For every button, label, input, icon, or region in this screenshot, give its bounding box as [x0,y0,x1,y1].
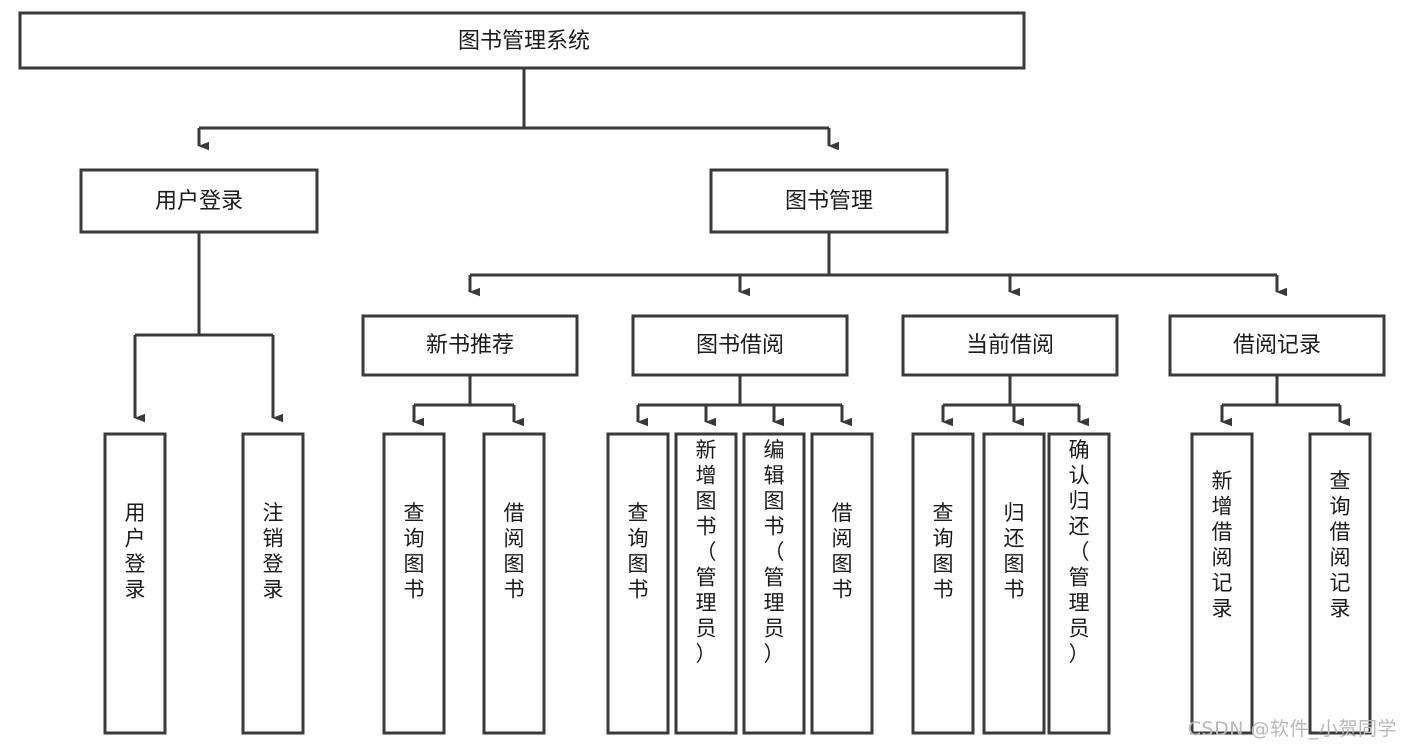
leaf-confirm-return-admin-label: 确认归还（管理员） [1069,438,1090,666]
node-user-login[interactable]: 用户登录 [79,168,319,234]
leaf-confirm-return-admin-box[interactable] [1047,432,1111,735]
leaf-query-book-3-box[interactable] [911,432,975,735]
leaf-borrow-book-1[interactable]: 借阅图书 [482,432,546,735]
leaf-logout-login-box[interactable] [241,432,305,735]
leaf-user-login[interactable]: 用户登录 [103,432,167,735]
node-borrow-record-label: 借阅记录 [1233,333,1321,358]
leaf-return-book[interactable]: 归还图书 [982,432,1046,735]
leaf-borrow-book-1-label: 借阅图书 [504,501,525,602]
leaf-borrow-book-1-box[interactable] [482,432,546,735]
node-borrow-record-box[interactable] [1168,314,1386,377]
leaf-user-login-label: 用户登录 [125,501,146,602]
node-book-borrow[interactable]: 图书借阅 [631,314,849,377]
leaf-query-book-3[interactable]: 查询图书 [911,432,975,735]
leaf-query-book-2-label: 查询图书 [628,501,649,602]
node-root[interactable]: 图书管理系统 [18,11,1026,70]
leaf-query-book-3-label: 查询图书 [933,501,954,602]
node-current-borrow-box[interactable] [901,314,1119,377]
leaf-add-book-admin-label: 新增图书（管理员） [696,438,717,666]
leaf-borrow-book-2[interactable]: 借阅图书 [810,432,874,735]
leaf-query-borrow-record-box[interactable] [1308,432,1372,735]
node-borrow-record[interactable]: 借阅记录 [1168,314,1386,377]
leaf-add-book-admin[interactable]: 新增图书（管理员） [674,432,738,735]
leaf-return-book-label: 归还图书 [1004,501,1025,602]
leaf-edit-book-admin[interactable]: 编辑图书（管理员） [742,432,806,735]
csdn-watermark: CSDN @软件_小贺同学 [1187,718,1397,740]
leaf-add-borrow-record-label: 新增借阅记录 [1212,469,1233,621]
leaf-query-book-2[interactable]: 查询图书 [606,432,670,735]
leaf-edit-book-admin-box[interactable] [742,432,806,735]
node-root-label: 图书管理系统 [458,29,590,54]
node-book-borrow-label: 图书借阅 [696,333,784,358]
leaf-add-borrow-record-box[interactable] [1190,432,1254,735]
leaf-query-borrow-record-label: 查询借阅记录 [1330,469,1351,621]
leaf-borrow-book-2-label: 借阅图书 [832,501,853,602]
leaf-add-book-admin-box[interactable] [674,432,738,735]
node-new-book-recommend[interactable]: 新书推荐 [361,314,579,377]
leaf-query-book-2-box[interactable] [606,432,670,735]
node-user-login-box[interactable] [79,168,319,234]
leaf-borrow-book-2-box[interactable] [810,432,874,735]
node-book-manage[interactable]: 图书管理 [709,168,949,234]
node-root-box[interactable] [18,11,1026,70]
leaf-query-book-1[interactable]: 查询图书 [382,432,446,735]
node-new-book-recommend-label: 新书推荐 [426,333,514,358]
leaf-query-book-1-box[interactable] [382,432,446,735]
node-book-manage-label: 图书管理 [785,189,873,214]
leaf-query-borrow-record[interactable]: 查询借阅记录 [1308,432,1372,735]
leaf-query-book-1-label: 查询图书 [404,501,425,602]
leaf-edit-book-admin-label: 编辑图书（管理员） [764,438,785,666]
node-user-login-label: 用户登录 [155,189,243,214]
connector-layer [133,68,1350,427]
leaf-user-login-box[interactable] [103,432,167,735]
node-book-manage-box[interactable] [709,168,949,234]
leaf-add-borrow-record[interactable]: 新增借阅记录 [1190,432,1254,735]
node-current-borrow[interactable]: 当前借阅 [901,314,1119,377]
node-current-borrow-label: 当前借阅 [966,333,1054,358]
node-new-book-recommend-box[interactable] [361,314,579,377]
leaf-confirm-return-admin[interactable]: 确认归还（管理员） [1047,432,1111,735]
leaf-logout-login-label: 注销登录 [263,501,284,602]
leaf-logout-login[interactable]: 注销登录 [241,432,305,735]
leaf-return-book-box[interactable] [982,432,1046,735]
node-book-borrow-box[interactable] [631,314,849,377]
